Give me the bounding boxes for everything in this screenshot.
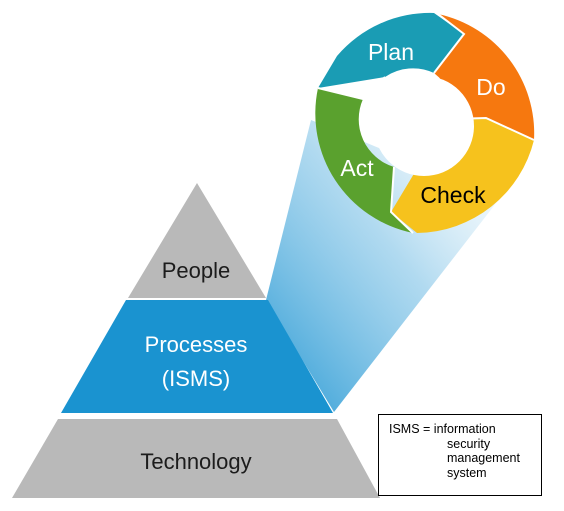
- pyramid-bottom-layer: [12, 419, 380, 498]
- pyramid-bottom-label: Technology: [140, 449, 251, 474]
- pyramid-middle-label-line1: Processes: [145, 332, 248, 357]
- legend-line-3: management: [447, 451, 520, 465]
- pyramid-top-label: People: [162, 258, 231, 283]
- pdca-plan-segment: [318, 12, 464, 89]
- legend-line-2: security: [447, 436, 491, 451]
- legend-line-4: system: [447, 465, 487, 480]
- legend-line-1: ISMS = information: [389, 422, 496, 436]
- pdca-act-segment: [315, 88, 413, 233]
- pyramid-middle-label-line2: (ISMS): [162, 366, 230, 391]
- pdca-check-label: Check: [420, 182, 486, 208]
- pdca-separator-plan-do: [433, 13, 466, 74]
- pdca-check-segment: [391, 118, 534, 233]
- pdca-separator-act-plan: [317, 76, 386, 101]
- isms-legend-box: ISMS = information security management s…: [378, 414, 542, 496]
- pdca-separator-check-act: [389, 166, 414, 234]
- pdca-center: [374, 76, 474, 176]
- pyramid-middle-layer: [61, 300, 333, 413]
- pyramid-top-layer: [128, 183, 266, 298]
- pdca-act-label: Act: [340, 155, 374, 181]
- pdca-do-label: Do: [476, 74, 505, 100]
- pdca-plan-label: Plan: [368, 39, 414, 65]
